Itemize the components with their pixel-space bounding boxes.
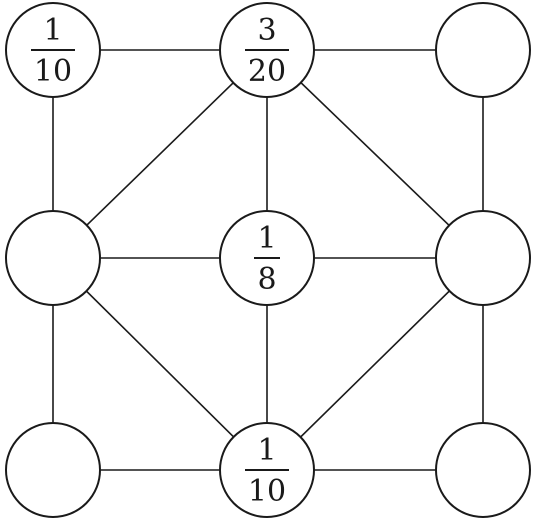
fraction-numerator: 1 [257,221,276,256]
node-circle [5,210,101,306]
fraction-denominator: 10 [34,54,72,89]
node-n01: 320 [219,2,315,98]
edge-n01-n10 [52,49,268,259]
node-circle [435,2,531,98]
node-n10 [5,210,101,306]
node-n02 [435,2,531,98]
node-circle [435,422,531,518]
edge-n12-n01 [266,49,484,259]
edge-n21-n12 [266,257,484,471]
fraction-denominator: 10 [248,474,286,509]
node-n21: 110 [219,422,315,518]
node-n11: 18 [219,210,315,306]
edge-n10-n21 [52,257,268,471]
node-n22 [435,422,531,518]
fraction-denominator: 8 [257,262,276,297]
node-circle [5,422,101,518]
node-n00: 110 [5,2,101,98]
node-circle [435,210,531,306]
fraction-denominator: 20 [248,54,286,89]
node-n20 [5,422,101,518]
fraction-numerator: 1 [43,13,62,48]
fraction-numerator: 1 [257,433,276,468]
fraction-numerator: 3 [257,13,276,48]
node-n12 [435,210,531,306]
